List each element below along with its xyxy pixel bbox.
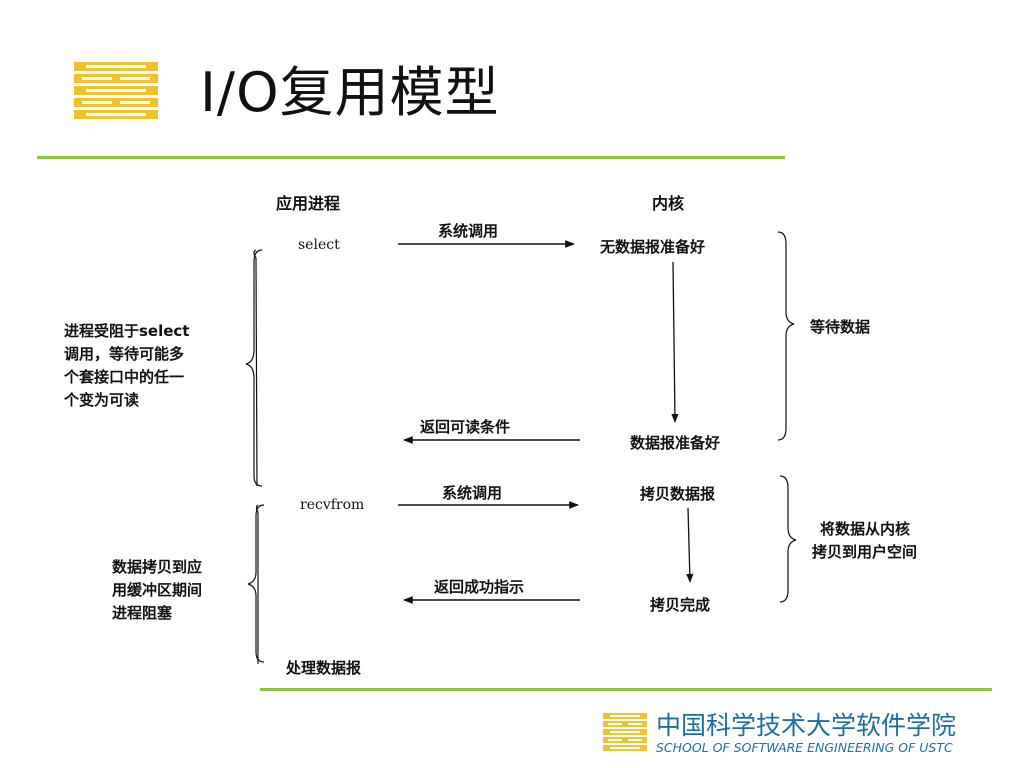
copy-to-user-line1: 将数据从内核 — [820, 520, 911, 538]
left-brace-block — [245, 249, 263, 487]
return-success-label: 返回成功指示 — [434, 578, 525, 596]
copy-block-line1: 数据拷贝到应 — [112, 558, 203, 576]
copy-block-note: 数据拷贝到应 用缓冲区期间 进程阻塞 — [112, 556, 202, 625]
syscall-label-2: 系统调用 — [442, 484, 503, 502]
kernel-copy-done-label: 拷贝完成 — [650, 596, 711, 614]
copy-block-line2: 用缓冲区期间 — [112, 581, 203, 599]
copy-to-user-line2: 拷贝到用户空间 — [812, 543, 918, 561]
footer-logo — [603, 713, 647, 751]
right-brace-wait — [777, 231, 795, 441]
select-block-line2: 调用，等待可能多 — [64, 345, 185, 363]
app-select-label: select — [298, 237, 340, 253]
kernel-wait-arrow — [671, 261, 679, 423]
kernel-copy-arrow — [686, 507, 694, 583]
left-brace-copy — [247, 504, 265, 663]
app-process-label: 处理数据报 — [286, 659, 362, 677]
app-timeline — [253, 249, 258, 487]
app-recvfrom-label: recvfrom — [300, 497, 365, 513]
col-header-app: 应用进程 — [276, 194, 341, 213]
slide-title: I/O复用模型 — [200, 61, 500, 124]
right-brace-copy — [779, 475, 797, 603]
kernel-ready-label: 数据报准备好 — [630, 434, 721, 452]
col-header-kernel: 内核 — [652, 194, 685, 213]
kernel-not-ready-label: 无数据报准备好 — [600, 238, 706, 256]
select-block-line1: 进程受阻于select — [64, 322, 190, 340]
select-block-line4: 个变为可读 — [64, 391, 140, 409]
select-block-line3: 个套接口中的任一 — [64, 368, 185, 386]
footer-rule — [260, 688, 992, 691]
school-name-en: SCHOOL OF SOFTWARE ENGINEERING OF USTC — [656, 740, 953, 755]
school-logo — [74, 62, 158, 119]
app-timeline-lower — [255, 504, 259, 664]
copy-block-line3: 进程阻塞 — [112, 604, 173, 622]
copy-to-user-label: 将数据从内核 拷贝到用户空间 — [812, 518, 917, 564]
wait-data-label: 等待数据 — [810, 318, 871, 336]
header-rule — [37, 156, 785, 159]
select-block-note: 进程受阻于select 调用，等待可能多 个套接口中的任一 个变为可读 — [64, 320, 189, 412]
syscall-label-1: 系统调用 — [438, 222, 499, 240]
kernel-copy-label: 拷贝数据报 — [640, 485, 716, 503]
school-name-cn: 中国科学技术大学软件学院 — [656, 711, 957, 740]
return-readable-label: 返回可读条件 — [420, 418, 511, 436]
